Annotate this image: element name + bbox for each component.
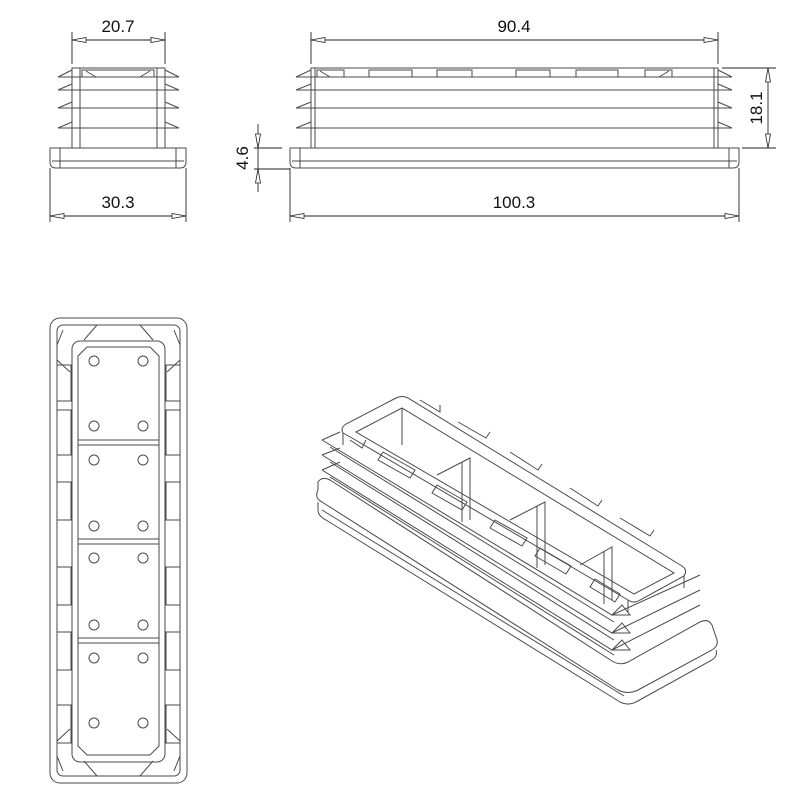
dimension-inner-width-small: 20.7: [71, 17, 166, 64]
dimension-inner-length: 90.4: [310, 17, 719, 64]
dimension-flange-thickness: 4.6: [233, 124, 290, 192]
dimension-flange-width-small: 30.3: [49, 168, 187, 222]
dimension-flange-length: 100.3: [289, 168, 740, 222]
isometric-view: [316, 396, 718, 705]
label-90-4: 90.4: [497, 17, 530, 36]
hole-pattern: [88, 355, 149, 729]
label-100-3: 100.3: [493, 193, 536, 212]
label-18-1: 18.1: [747, 91, 766, 124]
label-30-3: 30.3: [101, 193, 134, 212]
label-4-6: 4.6: [233, 146, 252, 170]
label-20-7: 20.7: [101, 17, 134, 36]
dimension-height: 18.1: [722, 67, 776, 149]
bottom-view: [49, 317, 188, 784]
side-view: [49, 67, 187, 169]
front-view: [289, 67, 740, 169]
